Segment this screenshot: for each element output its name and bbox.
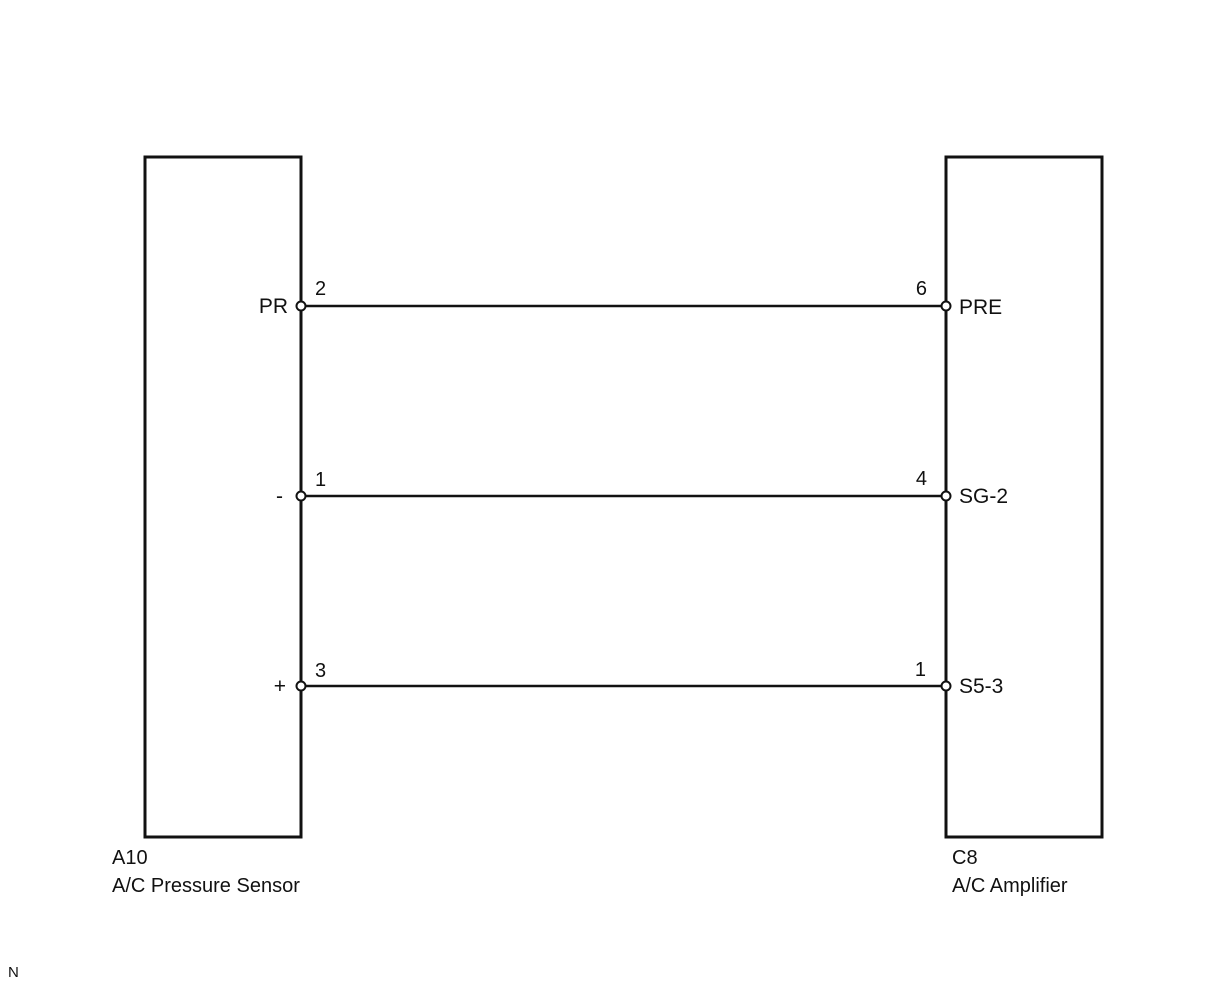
right-pin-number: 1 bbox=[915, 659, 926, 681]
right-pin-number: 6 bbox=[916, 278, 927, 300]
right-component-code: C8 bbox=[952, 847, 978, 869]
left-pin-number: 1 bbox=[315, 469, 326, 491]
left-component-name: A/C Pressure Sensor bbox=[112, 875, 300, 897]
wire-1: PR 2 6 PRE bbox=[259, 278, 1002, 319]
left-pin-label: - bbox=[276, 485, 283, 508]
right-pin-label: SG-2 bbox=[959, 485, 1008, 508]
left-pin-number: 2 bbox=[315, 278, 326, 300]
left-component-code: A10 bbox=[112, 847, 148, 869]
left-terminal bbox=[295, 300, 307, 312]
left-pin-number: 3 bbox=[315, 660, 326, 682]
right-terminal bbox=[940, 680, 952, 692]
right-terminal bbox=[940, 300, 952, 312]
wire-3: + 3 1 S5-3 bbox=[274, 659, 1004, 698]
left-pin-label: + bbox=[274, 675, 286, 698]
wire-2: - 1 4 SG-2 bbox=[276, 468, 1008, 508]
left-pin-label: PR bbox=[259, 295, 288, 318]
right-pin-label: PRE bbox=[959, 296, 1002, 319]
right-terminal bbox=[940, 490, 952, 502]
corner-mark: N bbox=[8, 964, 19, 981]
right-pin-number: 4 bbox=[916, 468, 927, 490]
left-terminal bbox=[295, 680, 307, 692]
right-pin-label: S5-3 bbox=[959, 675, 1003, 698]
right-component-name: A/C Amplifier bbox=[952, 875, 1068, 897]
left-terminal bbox=[295, 490, 307, 502]
